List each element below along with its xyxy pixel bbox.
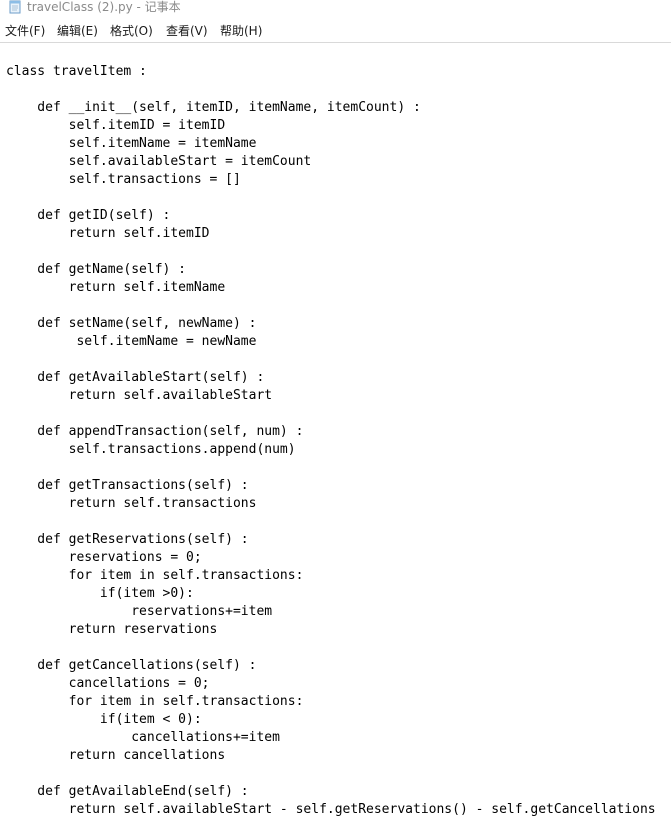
code-line: self.itemID = itemID <box>6 118 226 133</box>
menu-view[interactable]: 查看(V) <box>166 24 208 38</box>
code-line <box>6 459 656 477</box>
code-line: def __init__(self, itemID, itemName, ite… <box>6 100 421 115</box>
code-line <box>6 639 656 657</box>
code-line: def getTransactions(self) : <box>6 478 249 493</box>
code-line: def getReservations(self) : <box>6 532 249 547</box>
menu-help[interactable]: 帮助(H) <box>220 24 263 38</box>
code-line: def getName(self) : <box>6 262 187 277</box>
code-line <box>6 297 656 315</box>
code-line: self.availableStart = itemCount <box>6 154 312 169</box>
code-line <box>6 351 656 369</box>
code-line: if(item >0): <box>6 586 194 601</box>
notepad-icon <box>9 0 21 14</box>
code-line: return cancellations <box>6 748 226 763</box>
code-line: reservations = 0; <box>6 550 202 565</box>
code-line <box>6 81 656 99</box>
code-line <box>6 405 656 423</box>
code-line: class travelItem : <box>6 64 147 79</box>
menu-edit[interactable]: 编辑(E) <box>57 24 98 38</box>
code-text: class travelItem : def __init__(self, it… <box>6 63 656 819</box>
code-line: self.itemName = newName <box>6 334 257 349</box>
code-line: reservations+=item <box>6 604 273 619</box>
text-editor-area[interactable]: class travelItem : def __init__(self, it… <box>0 43 671 839</box>
code-line: self.transactions.append(num) <box>6 442 296 457</box>
code-line: def appendTransaction(self, num) : <box>6 424 304 439</box>
window-title: travelClass (2).py - 记事本 <box>27 0 181 14</box>
code-line: return self.availableStart - self.getRes… <box>6 802 656 817</box>
code-line <box>6 765 656 783</box>
code-line: def getAvailableStart(self) : <box>6 370 265 385</box>
code-line: for item in self.transactions: <box>6 568 304 583</box>
code-line: def setName(self, newName) : <box>6 316 257 331</box>
code-line: if(item < 0): <box>6 712 202 727</box>
code-line: return self.availableStart <box>6 388 273 403</box>
code-line: self.transactions = [] <box>6 172 241 187</box>
code-line: def getID(self) : <box>6 208 171 223</box>
code-line: def getCancellations(self) : <box>6 658 257 673</box>
code-line <box>6 513 656 531</box>
code-line: def getAvailableEnd(self) : <box>6 784 249 799</box>
code-line: for item in self.transactions: <box>6 694 304 709</box>
menu-file[interactable]: 文件(F) <box>5 24 46 38</box>
code-line: return self.transactions <box>6 496 257 511</box>
menu-bar: 文件(F) 编辑(E) 格式(O) 查看(V) 帮助(H) <box>0 20 671 43</box>
code-line: cancellations+=item <box>6 730 280 745</box>
code-line <box>6 189 656 207</box>
code-line: return self.itemID <box>6 226 210 241</box>
code-line <box>6 243 656 261</box>
code-line: cancellations = 0; <box>6 676 210 691</box>
title-bar[interactable]: travelClass (2).py - 记事本 <box>0 0 671 16</box>
menu-format[interactable]: 格式(O) <box>110 24 153 38</box>
code-line: return reservations <box>6 622 218 637</box>
code-line: self.itemName = itemName <box>6 136 257 151</box>
code-line: return self.itemName <box>6 280 226 295</box>
